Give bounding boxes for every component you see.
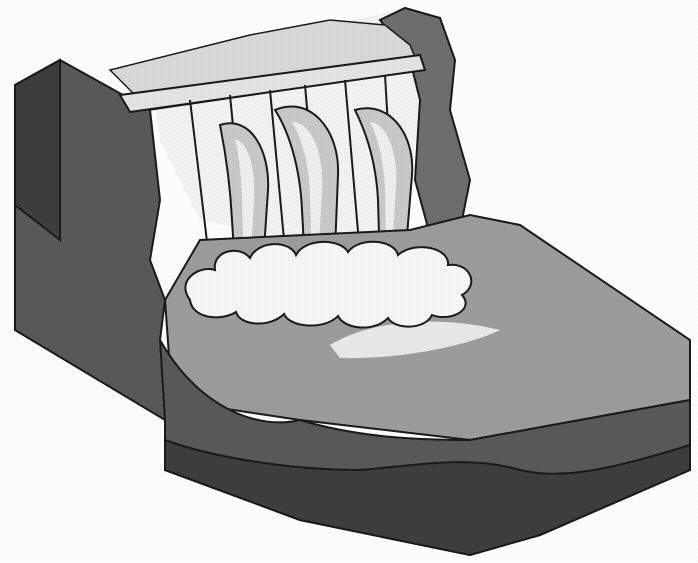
halftone-texture: [0, 0, 698, 563]
waterfall-dam-block-diagram: [0, 0, 698, 563]
